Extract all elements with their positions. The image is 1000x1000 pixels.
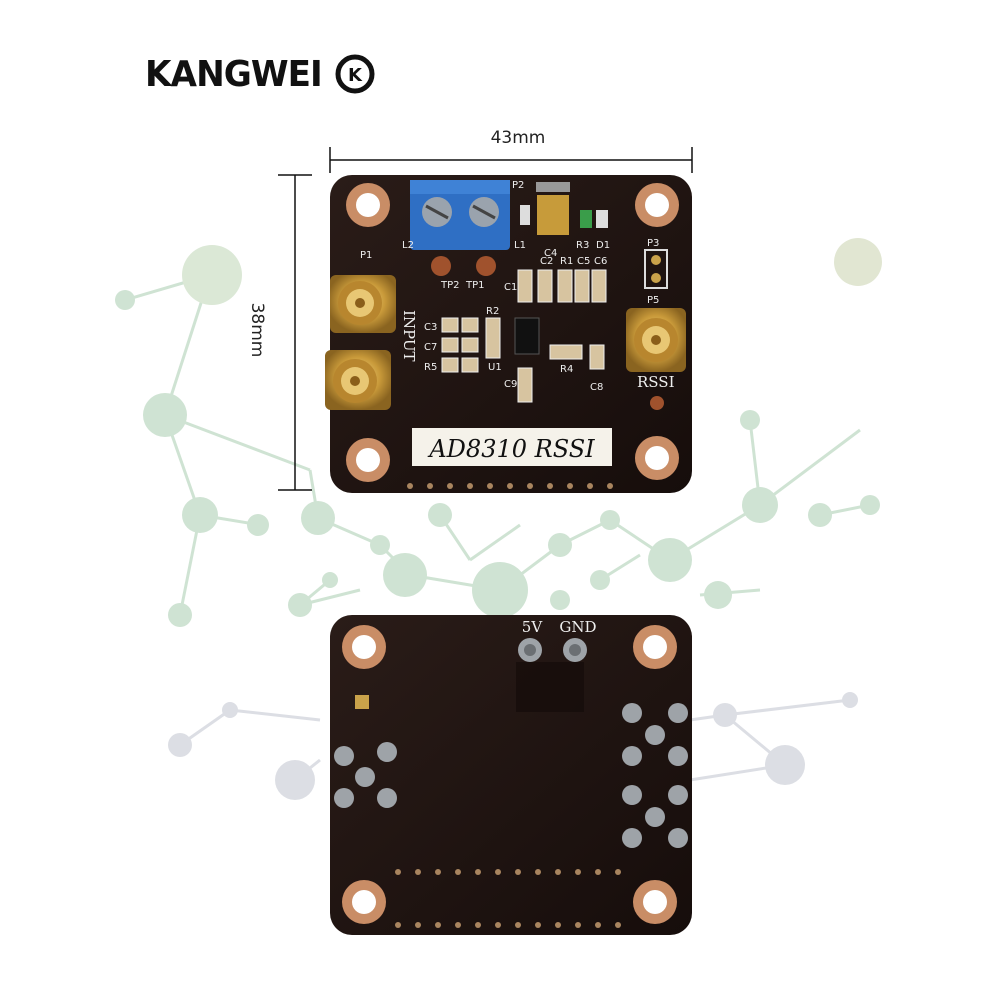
silk-l2: L2 [402,240,414,251]
mounting-holes-bottom [342,625,677,924]
silk-c9: C9 [504,379,517,390]
sma-connector-p1 [330,275,396,333]
background-network-grey-nodes [168,692,858,800]
silk-c4: C4 [544,248,557,259]
silk-c5: C5 [577,256,590,267]
brand-name: KANGWEI [145,53,323,95]
rssi-label: RSSI [637,373,675,391]
width-dimension-line [329,147,693,173]
silk-c1: C1 [504,282,517,293]
silk-tp2: TP2 [440,280,460,291]
silk-r3: R3 [576,240,589,251]
width-label: 43mm [491,128,546,148]
height-dimension-line [278,174,312,491]
pin-5v-label: 5V [522,618,544,636]
silk-tp1: TP1 [465,280,485,291]
silk-p3: P3 [647,238,659,249]
pin-gnd-label: GND [559,618,596,636]
silk-r4: R4 [560,364,573,375]
header-holes-bottom [395,869,621,928]
screw-terminal [410,180,510,250]
input-label: INPUT [400,310,418,362]
silk-c3: C3 [424,322,437,333]
silk-r1: R1 [560,256,573,267]
header-holes-top [407,483,613,489]
silk-d1: D1 [596,240,610,251]
board-top: P2 L2 L1 C4 R3 D1 P3 P1 C2 R1 C5 C6 C1 T… [325,175,692,493]
silk-u1: U1 [488,362,502,373]
silk-c2: C2 [540,256,553,267]
silk-r5: R5 [424,362,437,373]
silk-r2: R2 [486,306,499,317]
background-network-nodes [115,238,882,627]
silk-p1: P1 [360,250,372,261]
sma-connector-p5 [626,308,686,372]
silk-l1: L1 [514,240,526,251]
smd-components [441,269,607,403]
brand-badge-letter: K [348,65,363,86]
brand-logo: KANGWEI K [145,48,375,100]
silk-c8: C8 [590,382,603,393]
brand-badge-icon: K [335,54,375,94]
silk-p5: P5 [647,295,659,306]
sma-connector-p4 [325,350,391,410]
mounting-holes-top [346,183,679,482]
silk-p2: P2 [512,180,524,191]
height-label: 38mm [247,303,267,358]
board-title: AD8310 RSSI [427,435,595,463]
silk-c7: C7 [424,342,437,353]
silk-c6: C6 [594,256,607,267]
board-bottom: 5V GND [330,615,692,935]
